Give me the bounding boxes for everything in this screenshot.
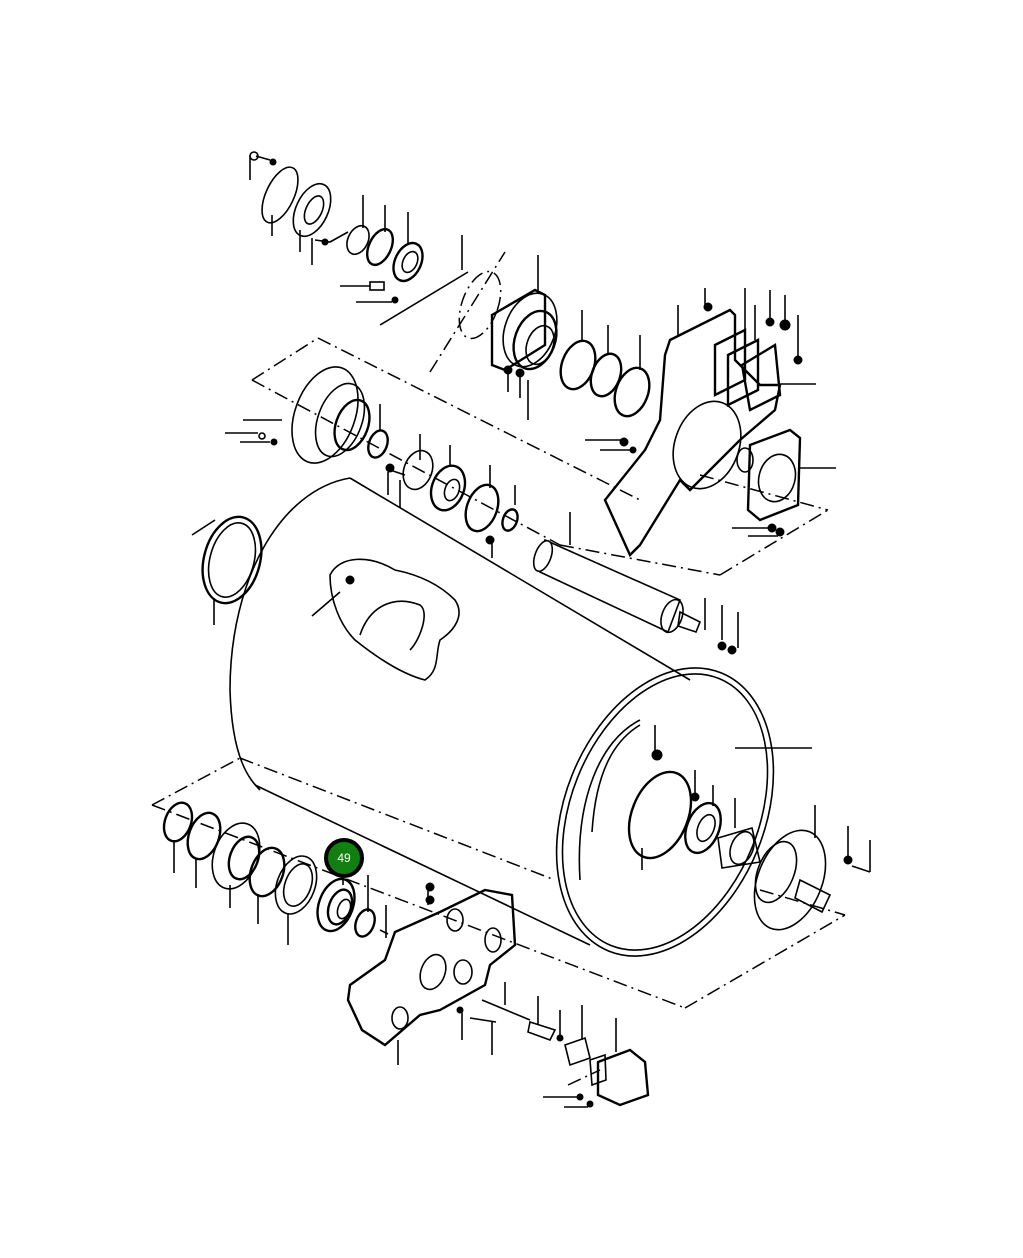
drum-body <box>191 477 871 957</box>
dashed-assembly-box-bottom <box>151 757 846 1009</box>
housing-flange <box>458 255 651 420</box>
bottom-side-plate <box>346 882 650 1108</box>
top-bearing-group <box>249 151 469 326</box>
part-callout-49[interactable]: 49 <box>324 838 364 878</box>
dashed-assembly-box-top <box>251 251 829 576</box>
center-shaft <box>532 512 739 655</box>
motor-mount-plate <box>585 288 836 558</box>
left-flange-shaft <box>225 366 519 558</box>
bottom-bearing-group <box>162 801 389 945</box>
